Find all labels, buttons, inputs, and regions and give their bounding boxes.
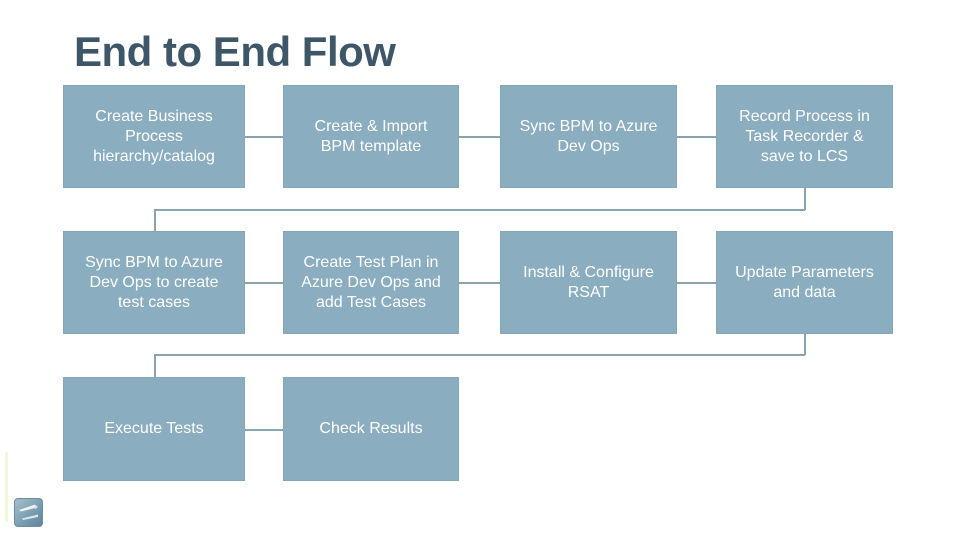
- flow-box-install-configure-rsat: Install & Configure RSAT: [500, 231, 677, 334]
- page-title: End to End Flow: [74, 28, 396, 75]
- connector-r1-to-r2-drop: [804, 188, 806, 210]
- flow-box-update-parameters: Update Parameters and data: [716, 231, 893, 334]
- flow-box-sync-bpm-create-test-cases: Sync BPM to Azure Dev Ops to create test…: [63, 231, 245, 334]
- flow-box-sync-bpm-devops: Sync BPM to Azure Dev Ops: [500, 85, 677, 188]
- connector-r2-3-4: [677, 282, 716, 284]
- connector-r1-2-3: [459, 136, 500, 138]
- connector-r2-1-2: [245, 282, 283, 284]
- connector-r1-to-r2-span: [154, 209, 805, 211]
- flow-box-create-import-bpm-template: Create & Import BPM template: [283, 85, 459, 188]
- flow-box-check-results: Check Results: [283, 377, 459, 481]
- connector-r2-to-r3-rise: [154, 354, 156, 377]
- connector-r2-to-r3-span: [154, 354, 805, 356]
- connector-r1-to-r2-rise: [154, 209, 156, 231]
- flow-box-create-test-plan: Create Test Plan in Azure Dev Ops and ad…: [283, 231, 459, 334]
- slide-edge-accent: [5, 452, 8, 522]
- connector-r3-1-2: [245, 429, 283, 431]
- connector-r1-1-2: [245, 136, 283, 138]
- connector-r1-3-4: [677, 136, 716, 138]
- dynamics-logo-icon: [14, 498, 43, 527]
- flow-box-record-task-recorder: Record Process in Task Recorder & save t…: [716, 85, 893, 188]
- connector-r2-to-r3-drop: [804, 334, 806, 355]
- flow-box-execute-tests: Execute Tests: [63, 377, 245, 481]
- flow-box-create-bpm-hierarchy: Create Business Process hierarchy/catalo…: [63, 85, 245, 188]
- connector-r2-2-3: [459, 282, 500, 284]
